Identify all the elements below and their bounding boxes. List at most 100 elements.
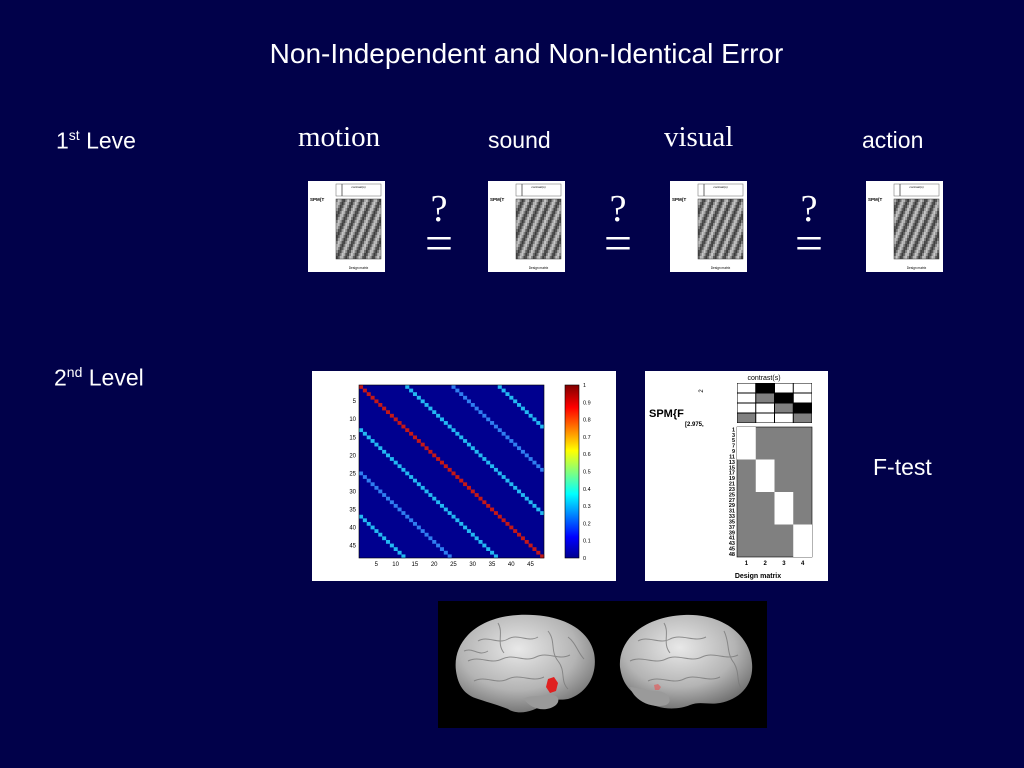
- covariance-cell: [490, 507, 495, 512]
- colorbar-tick: 0.2: [583, 521, 591, 527]
- covariance-cell: [443, 550, 448, 555]
- covariance-cell: [412, 435, 418, 440]
- covariance-cell: [497, 471, 502, 476]
- covariance-cell: [501, 388, 506, 393]
- covariance-cell: [509, 439, 514, 443]
- covariance-cell: [470, 489, 475, 494]
- thumbnail-spm-label: SPM{T: [490, 197, 505, 202]
- covariance-cell: [536, 550, 541, 555]
- thumbnail-contrast-title: contrast(s): [351, 185, 365, 189]
- covariance-cell: [540, 554, 545, 559]
- covariance-cell: [490, 421, 495, 425]
- covariance-cell: [432, 496, 437, 501]
- covariance-cell: [416, 525, 421, 530]
- contrast-cell: [793, 413, 812, 423]
- covariance-cell: [470, 532, 475, 537]
- covariance-cell: [378, 532, 383, 537]
- colorbar-tick: 0.1: [583, 539, 591, 545]
- covariance-cell: [366, 392, 371, 397]
- design-matrix-row-label: 17: [729, 471, 735, 477]
- covariance-cell: [436, 413, 441, 418]
- contrast-title: contrast(s): [747, 375, 780, 382]
- design-matrix-column-label: 1: [745, 561, 749, 567]
- design-matrix-row-label: 27: [729, 498, 735, 504]
- covariance-cell: [459, 521, 464, 526]
- covariance-cell: [439, 460, 444, 465]
- first-level-sup: st: [68, 127, 80, 143]
- covariance-cell: [486, 460, 491, 465]
- covariance-cell: [517, 446, 522, 451]
- covariance-x-tick: 10: [392, 562, 399, 568]
- covariance-cell: [536, 421, 541, 425]
- covariance-cell: [366, 435, 371, 440]
- question-mark: ?: [800, 188, 818, 230]
- covariance-cell: [482, 543, 487, 548]
- design-matrix-row-label: 21: [729, 482, 735, 488]
- covariance-cell: [443, 464, 448, 469]
- design-matrix-row-label: 1: [732, 427, 735, 433]
- covariance-y-tick: 35: [349, 507, 356, 513]
- covariance-cell: [385, 539, 391, 544]
- covariance-cell: [490, 464, 495, 469]
- covariance-cell: [385, 496, 391, 501]
- covariance-cell: [374, 399, 379, 404]
- design-matrix-row-label: 41: [729, 536, 735, 542]
- covariance-cell: [540, 467, 545, 472]
- contrast-row-label: 2: [699, 389, 705, 393]
- covariance-cell: [416, 395, 421, 400]
- covariance-cell: [412, 478, 418, 483]
- covariance-cell: [528, 543, 533, 548]
- covariance-cell: [428, 536, 433, 541]
- covariance-cell: [405, 514, 410, 519]
- covariance-cell: [466, 529, 471, 533]
- covariance-y-tick: 20: [349, 453, 356, 459]
- covariance-cell: [393, 417, 398, 422]
- design-matrix-row-label: 43: [729, 541, 735, 547]
- covariance-cell: [517, 403, 522, 407]
- covariance-cell: [532, 460, 537, 465]
- covariance-cell: [501, 475, 506, 479]
- equals-sign: =: [794, 215, 824, 271]
- thumbnail-axis-label: Design matrix: [907, 266, 927, 270]
- covariance-y-tick: 30: [349, 489, 356, 495]
- covariance-cell: [382, 406, 387, 411]
- covariance-cell: [524, 453, 529, 458]
- covariance-cell: [459, 435, 464, 440]
- covariance-cell: [478, 496, 483, 501]
- covariance-cell: [389, 543, 394, 548]
- covariance-cell: [478, 539, 483, 544]
- second-level-sup: nd: [66, 364, 83, 380]
- covariance-cell: [366, 478, 371, 483]
- colorbar-tick: 1: [583, 383, 586, 389]
- covariance-cell: [451, 385, 456, 389]
- first-level-prefix: 1: [56, 127, 69, 154]
- covariance-cell: [466, 399, 471, 404]
- covariance-cell: [359, 428, 364, 433]
- second-level-suffix: Level: [82, 364, 144, 391]
- activation-blob: [546, 677, 558, 693]
- covariance-cell: [378, 489, 383, 494]
- covariance-cell: [370, 395, 375, 400]
- covariance-cell: [393, 503, 398, 508]
- contrast-cell: [775, 393, 793, 403]
- covariance-cell: [532, 547, 537, 551]
- covariance-y-tick: 5: [353, 399, 357, 405]
- covariance-cell: [505, 478, 510, 483]
- covariance-y-tick: 40: [349, 525, 356, 531]
- covariance-cell: [482, 500, 487, 505]
- covariance-cell: [513, 399, 518, 404]
- thumbnail-contrast-title: contrast(s): [531, 185, 545, 189]
- covariance-cell: [401, 511, 406, 515]
- contrast-cell: [756, 403, 774, 413]
- covariance-cell: [524, 410, 529, 415]
- covariance-cell: [451, 428, 456, 433]
- covariance-cell: [362, 475, 367, 479]
- covariance-x-tick: 45: [527, 562, 534, 568]
- covariance-cell: [486, 547, 491, 551]
- contrast-cell: [737, 393, 756, 403]
- covariance-cell: [436, 500, 441, 505]
- covariance-cell: [528, 457, 533, 461]
